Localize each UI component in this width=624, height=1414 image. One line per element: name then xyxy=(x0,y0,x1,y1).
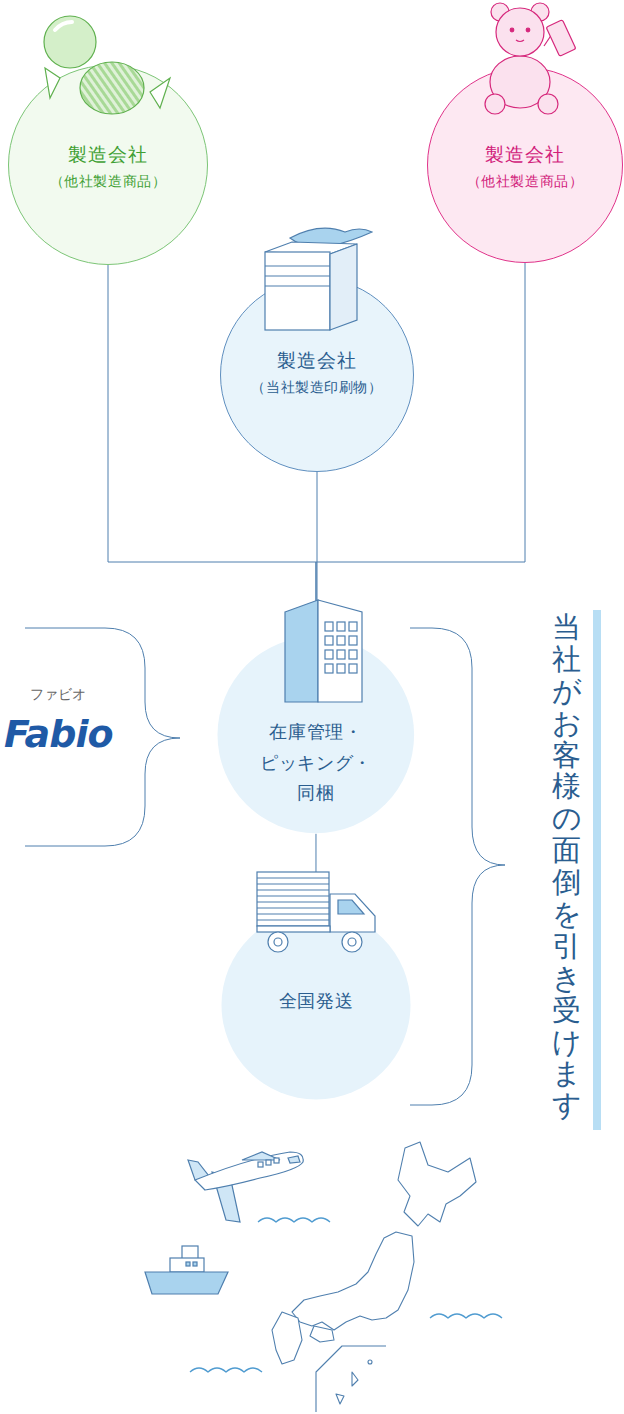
node-subtitle: （当社製造印刷物） xyxy=(251,376,382,398)
node-subtitle: （他社製造商品） xyxy=(50,170,166,192)
printed-box-icon xyxy=(265,228,372,330)
circle-outline xyxy=(220,278,414,472)
node-title: 在庫管理・ ピッキング・ 同梱 xyxy=(251,717,381,809)
node-title: 製造会社 xyxy=(485,138,564,170)
company-circle: 製造会社（他社製造商品） xyxy=(427,67,623,263)
accent-bar xyxy=(593,610,601,1130)
circle-outline xyxy=(8,65,208,265)
company-circle: 製造会社（当社製造印刷物） xyxy=(220,278,414,472)
japan-map xyxy=(272,1142,476,1412)
node-title: 製造会社 xyxy=(277,344,356,376)
node-title: 全国発送 xyxy=(279,986,354,1017)
candy-icon xyxy=(44,16,170,114)
right-bracket xyxy=(410,628,505,1105)
node-title: 製造会社 xyxy=(68,138,147,170)
company-logo: Fabio xyxy=(4,714,113,756)
company-circle: 全国発送 xyxy=(221,910,411,1100)
truck-icon xyxy=(257,872,375,952)
building-icon xyxy=(285,600,362,702)
company-circle: 製造会社（他社製造商品） xyxy=(8,65,208,265)
company-reading: ファビオ xyxy=(30,686,86,704)
company-circle: 在庫管理・ ピッキング・ 同梱 xyxy=(217,636,415,834)
teddy-bear-icon xyxy=(485,3,576,114)
ship-icon xyxy=(145,1246,228,1294)
airplane-icon xyxy=(188,1152,303,1222)
flow-line xyxy=(317,472,318,636)
circle-outline xyxy=(427,67,623,263)
flow-line xyxy=(315,834,316,910)
wave-marks xyxy=(190,1218,502,1372)
vertical-slogan: 当社がお客様の面倒を引き受けます xyxy=(552,612,581,1122)
node-subtitle: （他社製造商品） xyxy=(467,170,583,192)
